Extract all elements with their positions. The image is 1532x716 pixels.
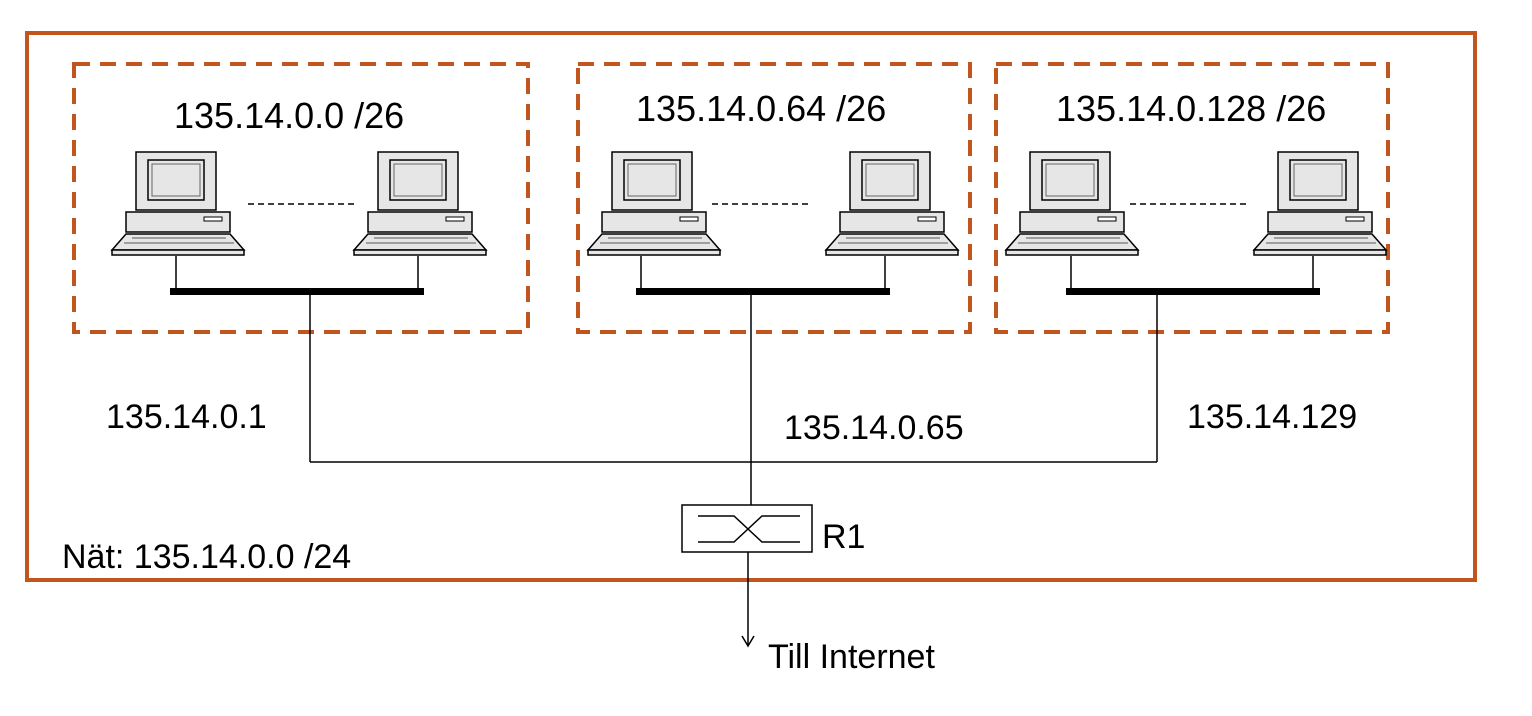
lan-bus — [170, 288, 424, 295]
router-icon — [681, 504, 813, 553]
router-label: R1 — [822, 518, 865, 556]
gateway-label-2: 135.14.0.65 — [784, 409, 964, 447]
subnet-label-2: 135.14.0.64 /26 — [636, 88, 886, 129]
computer-icon — [1253, 151, 1387, 256]
computer-icon — [825, 151, 959, 256]
subnet-label-1: 135.14.0.0 /26 — [174, 95, 404, 136]
subnet-box-1 — [72, 62, 530, 334]
gateway-label-3: 135.14.129 — [1187, 398, 1357, 436]
computer-icon — [1005, 151, 1139, 256]
network-frame — [25, 31, 1477, 582]
computer-icon — [587, 151, 721, 256]
arrow-down-icon — [741, 635, 755, 648]
lan-bus — [1066, 288, 1320, 295]
network-label: Nät: 135.14.0.0 /24 — [62, 538, 351, 576]
internet-label: Till Internet — [768, 638, 935, 676]
subnet-box-2 — [576, 62, 972, 334]
computer-icon — [111, 151, 245, 256]
lan-bus — [636, 288, 890, 295]
subnet-label-3: 135.14.0.128 /26 — [1056, 88, 1326, 129]
subnet-box-3 — [994, 62, 1390, 334]
computer-icon — [353, 151, 487, 256]
gateway-label-1: 135.14.0.1 — [106, 398, 267, 436]
